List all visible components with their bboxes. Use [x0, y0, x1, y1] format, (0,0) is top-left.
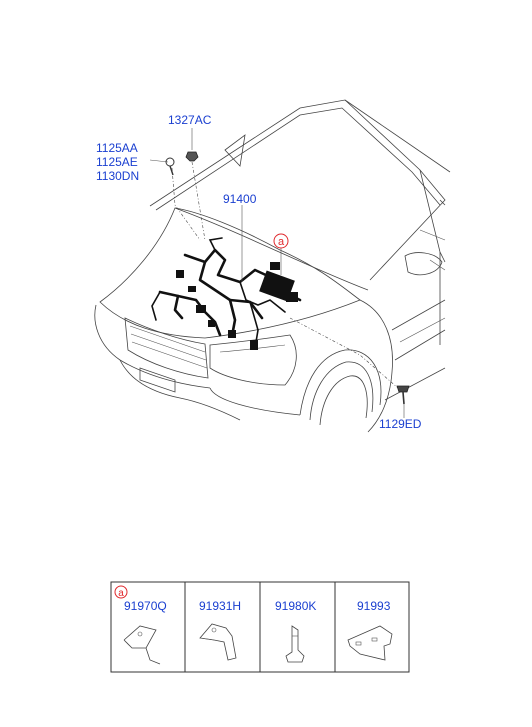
- part-91980K-label: 91980K: [275, 599, 316, 613]
- marker-a: a: [273, 233, 289, 249]
- part-91970Q-label: 91970Q: [124, 599, 167, 613]
- wiring-harness: [151, 237, 302, 350]
- bolt-icon-left: [165, 157, 175, 176]
- parts-table-marker-a: a: [114, 585, 128, 599]
- part-91993-label: 91993: [357, 599, 391, 613]
- parts-table: a 91970Q 91931H 91980K 91993: [110, 581, 410, 673]
- callout-91400: 91400: [223, 192, 257, 206]
- callout-1125AE: 1125AE: [96, 155, 138, 169]
- callout-1327AC: 1327AC: [168, 113, 212, 127]
- bracket-91931H-icon: [199, 623, 237, 661]
- clip-91970Q-icon: [123, 625, 161, 665]
- callout-1125AA: 1125AA: [96, 141, 138, 155]
- nut-icon: [185, 151, 199, 162]
- callout-1130DN: 1130DN: [96, 169, 139, 183]
- bracket-91993-icon: [347, 625, 393, 661]
- part-91931H-label: 91931H: [199, 599, 241, 613]
- bolt-icon-right: [396, 385, 410, 405]
- clip-91980K-icon: [285, 625, 305, 663]
- marker-a-label: a: [278, 236, 285, 248]
- parts-marker-label: a: [118, 588, 124, 599]
- callout-1129ED: 1129ED: [379, 417, 422, 431]
